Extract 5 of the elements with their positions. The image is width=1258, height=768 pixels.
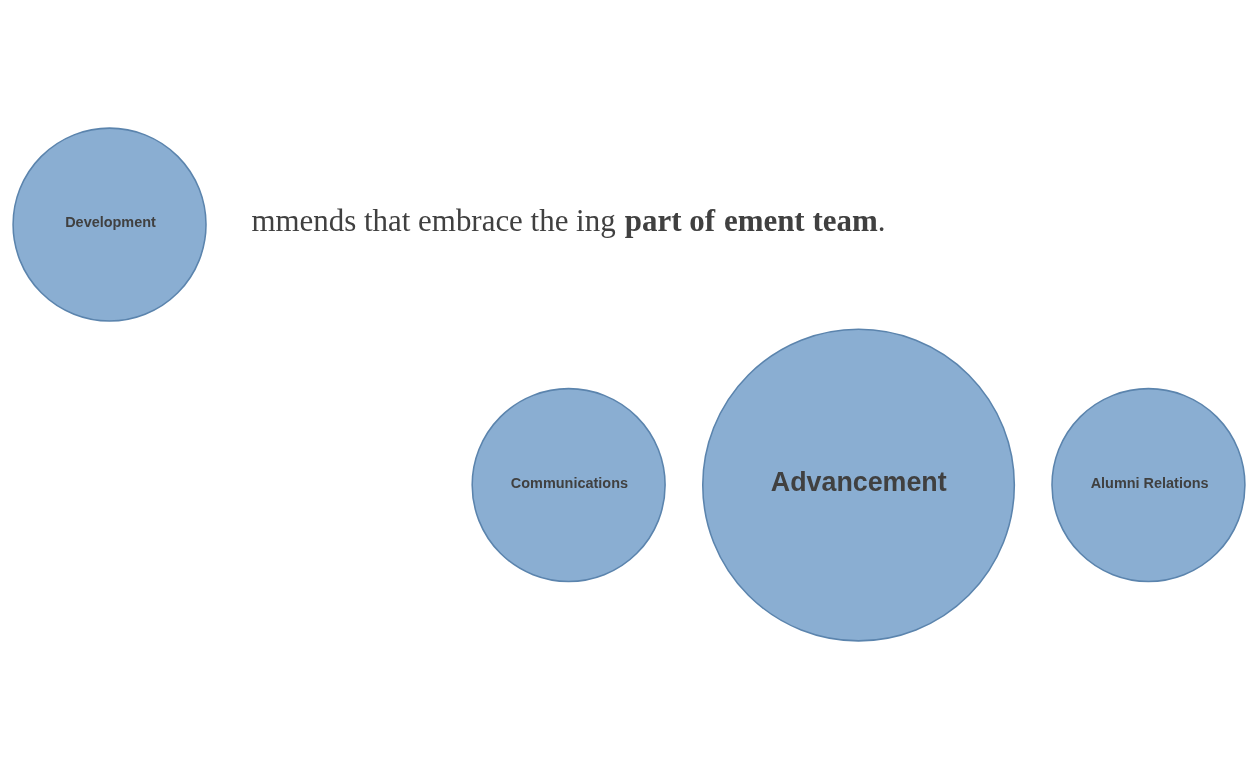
node-circle: Communications — [471, 387, 666, 582]
label: mmends that embrace the ing part of ement team. — [251, 202, 886, 238]
node-circle: Development — [12, 126, 207, 322]
node-circle: Advancement — [702, 328, 1016, 642]
node-circle: Alumni Relations — [1051, 387, 1246, 582]
